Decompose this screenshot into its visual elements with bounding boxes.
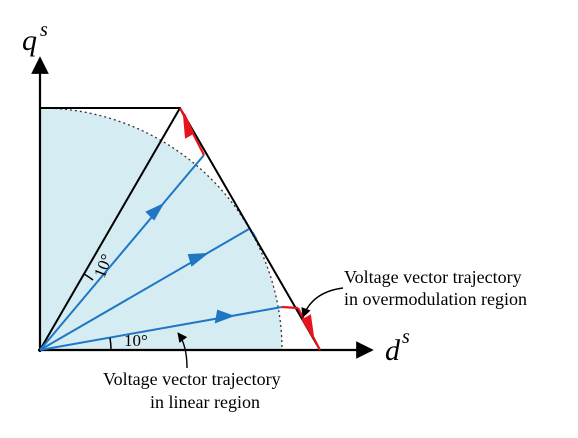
linear-limit-arc — [39, 107, 283, 351]
vector-arrowhead-30deg — [187, 252, 210, 267]
vector-ray-30deg — [39, 228, 250, 351]
overmod-arrowhead-up — [182, 113, 195, 139]
overmod-segment-lower — [281, 305, 299, 310]
tangent-mark — [252, 231, 258, 240]
lower-angle-arc — [109, 337, 112, 351]
overmodulation-trajectory — [179, 107, 321, 351]
overmod-arrowhead-down — [301, 314, 315, 338]
overmod-annotation-line1: Voltage vector trajectory — [344, 267, 522, 287]
vector-ray-10deg — [39, 306, 283, 351]
linear-region-area — [40, 108, 282, 350]
linear-annotation-line1: Voltage vector trajectory — [103, 369, 281, 389]
vector-arrowhead-50deg — [145, 202, 165, 221]
q-axis-label: q — [22, 24, 37, 57]
linear-annotation-line2: in linear region — [150, 392, 260, 412]
linear-pointer — [177, 332, 188, 369]
q-axis-superscript: s — [40, 19, 48, 41]
d-axis-label: d — [385, 334, 401, 367]
vector-ray-50deg — [39, 154, 205, 351]
linear-vectors — [39, 154, 283, 351]
upper-angle-arc — [83, 273, 94, 281]
overmod-annotation-line2: in overmodulation region — [344, 289, 527, 309]
lower-angle-label: 10° — [124, 331, 148, 350]
d-axis-superscript: s — [402, 326, 410, 348]
vector-arrowhead-10deg — [214, 309, 235, 324]
overmod-pointer — [301, 287, 344, 318]
sixty-degree-ray — [39, 107, 181, 351]
